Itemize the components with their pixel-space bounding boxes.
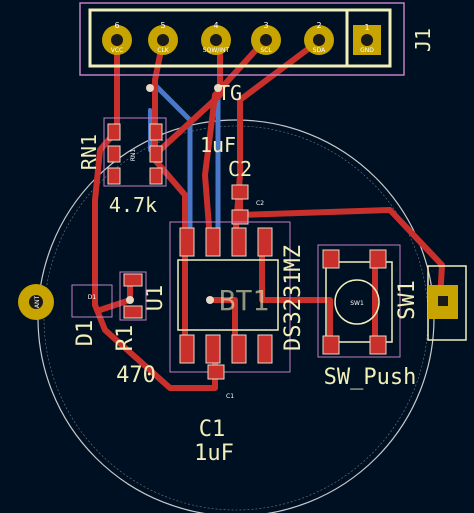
j1-pin-3[interactable]: 3 SCL: [251, 21, 281, 55]
u1-part-number: DS3231MZ: [281, 245, 306, 351]
j1-pin-2[interactable]: 2 SDA: [304, 21, 334, 55]
led-d1[interactable]: D1 D1: [71, 284, 113, 347]
rn1-value: 4.7k: [109, 193, 157, 217]
d1-designator: D1: [73, 320, 98, 347]
pin-number: 4: [213, 21, 218, 30]
battery-body-label: BT1: [219, 284, 270, 317]
pin-number: 1: [364, 23, 369, 32]
u1-courtyard: [169, 221, 291, 373]
rn1-fab-label: RN1: [130, 149, 137, 162]
j1-designator: J1: [411, 28, 435, 52]
ant-label: ANT: [34, 296, 41, 309]
ic-u1[interactable]: U1 BT1 DS3231MZ: [143, 221, 306, 373]
pin-number: 2: [316, 21, 321, 30]
connector-courtyard: [79, 2, 405, 76]
c1-fab-label: C1: [226, 393, 234, 400]
pin-label: SQW/INT: [203, 47, 230, 54]
pin-label: SCL: [260, 47, 272, 54]
r1-designator: R1: [113, 325, 138, 352]
pin-label: VCC: [111, 47, 123, 54]
c2-value: 1uF: [200, 133, 236, 157]
u1-silkscreen: [177, 259, 279, 331]
connector-j1[interactable]: 6 VCC 5 CLK 4 SQW/INT 3 SCL 2 SDA 1 GND: [79, 2, 435, 76]
r1-value: 470: [116, 363, 156, 388]
d1-fab-label: D1: [88, 294, 97, 301]
j1-pin-5[interactable]: 5 CLK: [148, 21, 178, 55]
u1-designator: U1: [143, 285, 168, 312]
j1-pin-6[interactable]: 6 VCC: [102, 21, 132, 55]
top-fragment-label: TG: [218, 81, 242, 105]
capacitor-c1[interactable]: C1 C1 1uF: [194, 364, 234, 466]
vias: [126, 84, 222, 304]
antenna-mounting-pad[interactable]: ANT: [18, 284, 54, 320]
battery-terminal-pad[interactable]: [427, 265, 467, 341]
pin-label: GND: [360, 47, 374, 54]
sw1-designator: SW1: [395, 280, 420, 320]
c1-value: 1uF: [194, 441, 234, 466]
resistor-r1[interactable]: R1 470: [113, 271, 156, 388]
rn1-designator: RN1: [77, 134, 101, 170]
c1-designator: C1: [199, 417, 226, 442]
pin-label: SDA: [313, 47, 326, 54]
pin-number: 5: [160, 21, 165, 30]
pin-number: 6: [114, 21, 119, 30]
sw1-value: SW_Push: [324, 365, 417, 390]
capacitor-c2[interactable]: 1uF C2 C2: [200, 133, 264, 225]
resistor-network-rn1[interactable]: RN1 RN1 4.7k: [77, 117, 167, 217]
c2-designator: C2: [228, 157, 252, 181]
j1-pin-1[interactable]: 1 GND: [353, 23, 381, 55]
connector-silkscreen: [88, 8, 392, 68]
pin-number: 3: [263, 21, 268, 30]
c2-fab-label: C2: [256, 200, 264, 207]
j1-pin-4[interactable]: 4 SQW/INT: [201, 21, 231, 55]
sw1-fab-label: SW1: [350, 300, 364, 307]
switch-sw1[interactable]: SW1 SW1 SW_Push: [317, 244, 420, 390]
pin-label: CLK: [157, 47, 170, 54]
